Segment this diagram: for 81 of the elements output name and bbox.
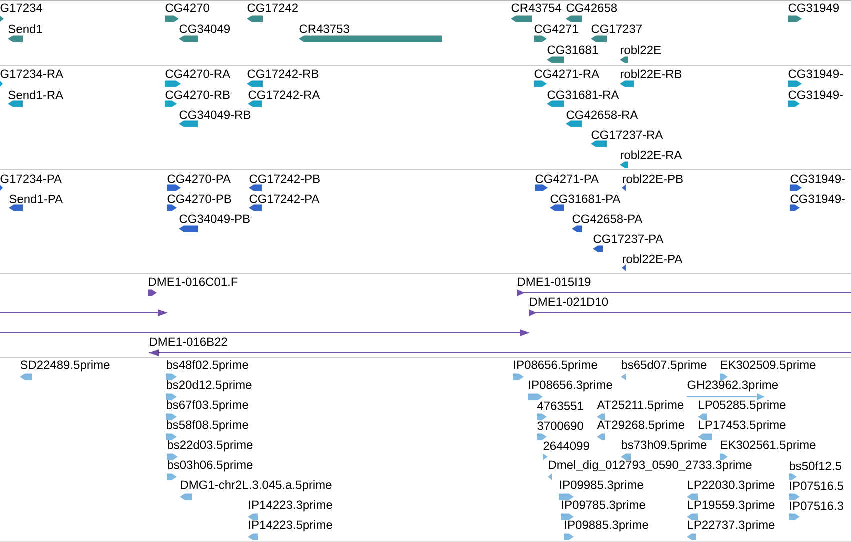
feature-label: G17234-RA [0,70,64,78]
feature-label: Send1-RA [8,90,64,100]
feature-label: IP14223.5prime [249,520,332,532]
feature-label: DME1-015I19 [518,278,591,286]
feature-label: CG42658-PA [572,214,643,224]
feature-label: SD22489.5prime [20,360,110,372]
feature-label: EK302561.5prime [721,440,816,452]
feature-label: DME1-016C01.F [149,278,238,286]
feature-label: CG4271-RA [534,70,600,78]
feature-label: bs50f12.5 [790,462,842,470]
feature-label: CG34049-PB [180,214,250,224]
feature-label: Dmel_dig_012793_0590_2733.3prime [549,460,752,472]
feature-label: 4763551 [538,402,584,410]
feature-label: bs48f02.5prime [166,360,248,372]
feature-label: CG4270-RA [166,70,231,78]
feature-label: LP17453.5prime [699,420,786,432]
feature-label: GH23962.3prime [688,380,778,392]
feature-label: LP22737.3prime [688,520,775,532]
feature-label: CR43753 [300,24,350,34]
feature-label: IP07516.5 [790,482,844,490]
feature-label: CG34049-RB [180,110,251,120]
feature-label: AT25211.5prime [597,400,684,412]
feature-label: CG4270-PA [168,174,231,184]
feature-label: CG17237-RA [592,130,664,140]
feature-label: CG31681 [548,46,598,54]
feature-label: CG31949- [790,194,846,204]
feature-label: CG17242-PA [250,194,320,204]
feature-label: EK302509.5prime [721,360,816,372]
feature-label: IP09885.3prime [565,520,648,532]
feature-label: CG4271-PA [536,174,599,184]
feature-label: LP05285.5prime [699,400,786,412]
feature-label: CG17242-RB [248,70,319,78]
feature-label: CG34049 [180,24,230,34]
feature-label: robl22E [621,46,662,54]
feature-label: IP09785.3prime [562,500,646,512]
feature-label: G17234 [0,4,43,12]
feature-label: AT29268.5prime [597,420,684,432]
feature-label: CG4270-RB [166,90,230,100]
feature-label: Send1 [8,24,42,34]
feature-label: CG4270 [166,4,210,12]
feature-label: IP08656.5prime [514,360,598,372]
feature-label: CG31949 [788,4,839,12]
feature-label: CG17237-PA [594,234,664,244]
feature-label: bs67f03.5prime [166,400,248,412]
feature-label: CG31681-PA [550,194,621,204]
feature-label: CG17237 [592,24,642,34]
feature-label: CG4271 [534,24,578,34]
feature-label: bs22d03.5prime [168,440,253,452]
feature-label: IP09985.3prime [560,480,644,492]
feature-label: LP19559.3prime [688,500,775,512]
feature-label: robl22E-RB [621,70,682,78]
feature-label: 3700690 [538,422,584,430]
feature-label: DME1-021D10 [530,298,608,306]
feature-label: CG31949- [788,90,844,100]
feature-label: CG4270-PB [168,194,232,204]
feature-label: robl22E-PA [623,254,683,264]
feature-label: CG31949- [790,174,846,184]
feature-label: Send1-PA [10,194,63,204]
feature-label: CR43754 [512,4,562,12]
feature-label: bs58f08.5prime [166,420,248,432]
feature-label: bs20d12.5prime [166,380,252,392]
feature-label: CG31949- [788,70,844,78]
feature-label: CG17242-PB [250,174,320,184]
feature-label: bs73h09.5prime [622,440,707,452]
feature-label: CG17242 [248,4,298,12]
feature-label: IP07516.3 [790,502,844,510]
feature-label: CG17242-RA [248,90,320,100]
feature-label: robl22E-PB [623,174,683,184]
feature-label: LP22030.3prime [688,480,775,492]
feature-label: DMG1-chr2L.3.045.a.5prime [181,480,332,492]
feature-label: G17234-PA [0,174,62,184]
feature-label: CG42658 [566,4,618,12]
feature-label: bs65d07.5prime [622,360,707,372]
feature-label: 2644099 [544,442,590,450]
feature-label: bs03h06.5prime [168,460,253,472]
feature-label: IP08656.3prime [529,380,612,392]
feature-label: CG42658-RA [566,110,638,120]
feature-label: DME1-016B22 [150,338,228,346]
feature-label: IP14223.3prime [249,500,332,512]
feature-label: CG31681-RA [548,90,620,100]
feature-label: robl22E-RA [621,150,682,160]
